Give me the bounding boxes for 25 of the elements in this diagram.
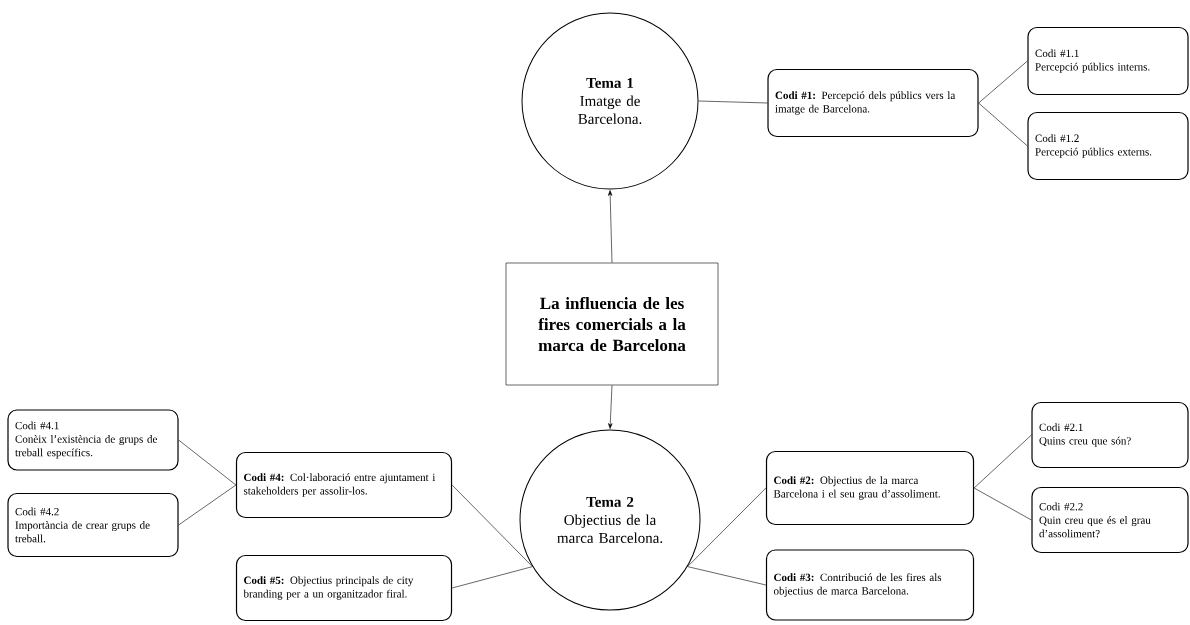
connector-line — [178, 484, 237, 526]
connector-line — [451, 566, 533, 589]
code-box: Codi #2.1 Quins creu que són? — [1031, 401, 1189, 469]
code-box: Codi #1: Percepció dels públics vers la imatge de Barcelona. — [767, 68, 979, 138]
code-box: Codi #4.1 Conèix l’existència de grups de treball específics. — [7, 409, 179, 471]
connector-line — [178, 439, 237, 486]
connector-line — [978, 60, 1028, 104]
arrow — [608, 385, 613, 429]
connector-line — [687, 487, 767, 567]
code-box: Codi #1.2 Percepció públics externs. — [1027, 111, 1189, 181]
code-box: Codi #4.2 Importància de crear grups de treball. — [7, 492, 179, 558]
connector-line — [973, 487, 1032, 521]
title-box: La influencia de les fires comercials a la marca de Barcelona — [505, 262, 719, 386]
connector-line — [451, 484, 533, 567]
connector-line — [978, 102, 1028, 147]
connector-line — [687, 566, 767, 586]
arrow — [608, 190, 613, 263]
code-box: Codi #2.2 Quin creu que és el grau d’assoliment? — [1031, 486, 1189, 554]
connector-line — [973, 434, 1032, 489]
code-box: Codi #3: Contribució de les fires als objectius de marca Barcelona. — [765, 549, 975, 621]
code-box: Codi #5: Objectius principals de city branding per a un organitzador firal. — [235, 554, 453, 622]
code-box: Codi #1.1 Percepció públics interns. — [1027, 26, 1189, 96]
connector-line — [698, 100, 768, 104]
code-box: Codi #2: Objectius de la marca Barcelona i el seu grau d’assoliment. — [765, 450, 975, 526]
code-box: Codi #4: Col·laboració entre ajuntament i stakeholders per assolir-los. — [235, 451, 453, 519]
